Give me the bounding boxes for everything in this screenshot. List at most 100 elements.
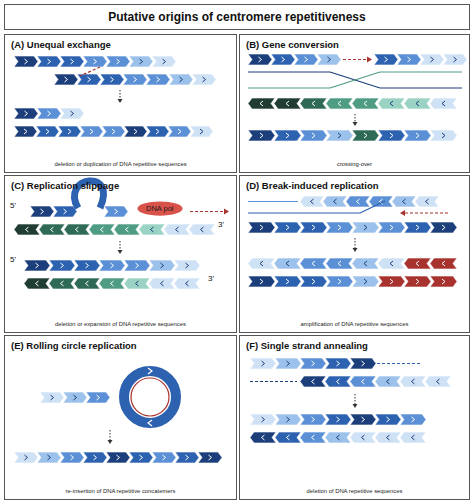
orientation-chevron (140, 455, 143, 460)
template-circle (131, 378, 169, 416)
strand-line (120, 241, 121, 251)
panel-caption: deletion or expansion of DNA repetitive … (5, 321, 236, 327)
orientation-chevron (51, 395, 54, 400)
panel-heading: (A) Unequal exchange (11, 39, 111, 50)
repeat-unit (300, 222, 327, 233)
repeat-unit (99, 278, 125, 289)
panel-caption: crossing-over (240, 161, 469, 167)
orientation-chevron (134, 129, 137, 134)
strand-line (380, 87, 462, 88)
repeat-unit (274, 276, 301, 287)
step-arrow (353, 248, 358, 252)
orientation-chevron (337, 361, 340, 366)
orientation-chevron (408, 57, 411, 62)
repeat-unit (175, 452, 199, 463)
step-arrow (108, 440, 113, 444)
orientation-chevron (260, 225, 263, 230)
repeat-unit (189, 224, 215, 235)
orientation-chevron (416, 279, 419, 284)
strand-line (380, 71, 462, 72)
repeat-unit (86, 392, 110, 403)
orientation-chevron (186, 263, 189, 268)
repeat-unit (24, 278, 50, 289)
orientation-chevron (262, 361, 265, 366)
repeat-unit (350, 358, 376, 369)
repeat-unit (168, 126, 191, 137)
orientation-chevron (25, 111, 28, 116)
repeat-unit (430, 258, 457, 269)
repeat-unit (275, 432, 301, 443)
repeat-unit (14, 452, 38, 463)
orientation-chevron (65, 77, 68, 82)
repeat-unit (49, 278, 75, 289)
orientation-chevron (71, 111, 74, 116)
strand-line (343, 59, 370, 60)
orientation-chevron (437, 379, 440, 384)
orientation-chevron (431, 57, 434, 62)
repeat-unit (404, 130, 431, 141)
repeat-unit (139, 224, 165, 235)
orientation-chevron (390, 279, 393, 284)
repeat-unit (378, 276, 405, 287)
repeat-unit (317, 54, 341, 65)
orientation-chevron (387, 379, 390, 384)
repeat-unit (248, 222, 275, 233)
orientation-chevron (312, 261, 315, 266)
repeat-unit (400, 414, 426, 425)
repeat-unit (89, 224, 115, 235)
repeat-unit (352, 98, 379, 109)
repeat-unit (49, 260, 75, 271)
repeat-unit (300, 276, 327, 287)
repeat-unit (274, 258, 301, 269)
orientation-chevron (282, 57, 285, 62)
orientation-chevron (126, 227, 129, 232)
arrow-head (367, 57, 372, 63)
repeat-unit (300, 432, 326, 443)
repeat-unit (326, 276, 353, 287)
orientation-chevron (412, 379, 415, 384)
orientation-chevron (338, 101, 341, 106)
orientation-chevron (71, 59, 74, 64)
repeat-unit (326, 98, 353, 109)
orientation-chevron (338, 261, 341, 266)
orientation-chevron (161, 263, 164, 268)
repeat-unit (100, 74, 124, 85)
repeat-unit (392, 196, 416, 207)
repeat-unit (169, 74, 193, 85)
repeat-unit (174, 260, 200, 271)
repeat-unit (326, 130, 353, 141)
repeat-unit (60, 108, 84, 119)
orientation-chevron (24, 129, 27, 134)
orientation-chevron (134, 77, 137, 82)
repeat-unit (74, 278, 100, 289)
orientation-chevron (90, 129, 93, 134)
strand-end-label: 3' (208, 274, 214, 283)
orientation-chevron (416, 261, 419, 266)
orientation-chevron (416, 101, 419, 106)
orientation-chevron (390, 225, 393, 230)
orientation-chevron (86, 263, 89, 268)
repeat-unit (325, 376, 351, 387)
arrow-head (400, 210, 405, 216)
repeat-unit (378, 258, 405, 269)
repeat-unit (60, 56, 84, 67)
strand-line (80, 67, 100, 76)
orientation-chevron (101, 227, 104, 232)
orientation-chevron (178, 129, 181, 134)
repeat-unit (99, 260, 125, 271)
repeat-unit (325, 358, 351, 369)
orientation-chevron (426, 199, 429, 204)
strand-line (190, 211, 224, 212)
step-arrow (353, 404, 358, 408)
orientation-chevron (136, 263, 139, 268)
orientation-chevron (287, 417, 290, 422)
repeat-unit (404, 98, 431, 109)
orientation-chevron (442, 261, 445, 266)
repeat-unit (129, 56, 153, 67)
orientation-chevron (97, 395, 100, 400)
panel-caption: deletion of DNA repetitive sequences (240, 488, 469, 494)
repeat-unit (104, 206, 128, 217)
repeat-unit (37, 56, 61, 67)
orientation-chevron (338, 225, 341, 230)
